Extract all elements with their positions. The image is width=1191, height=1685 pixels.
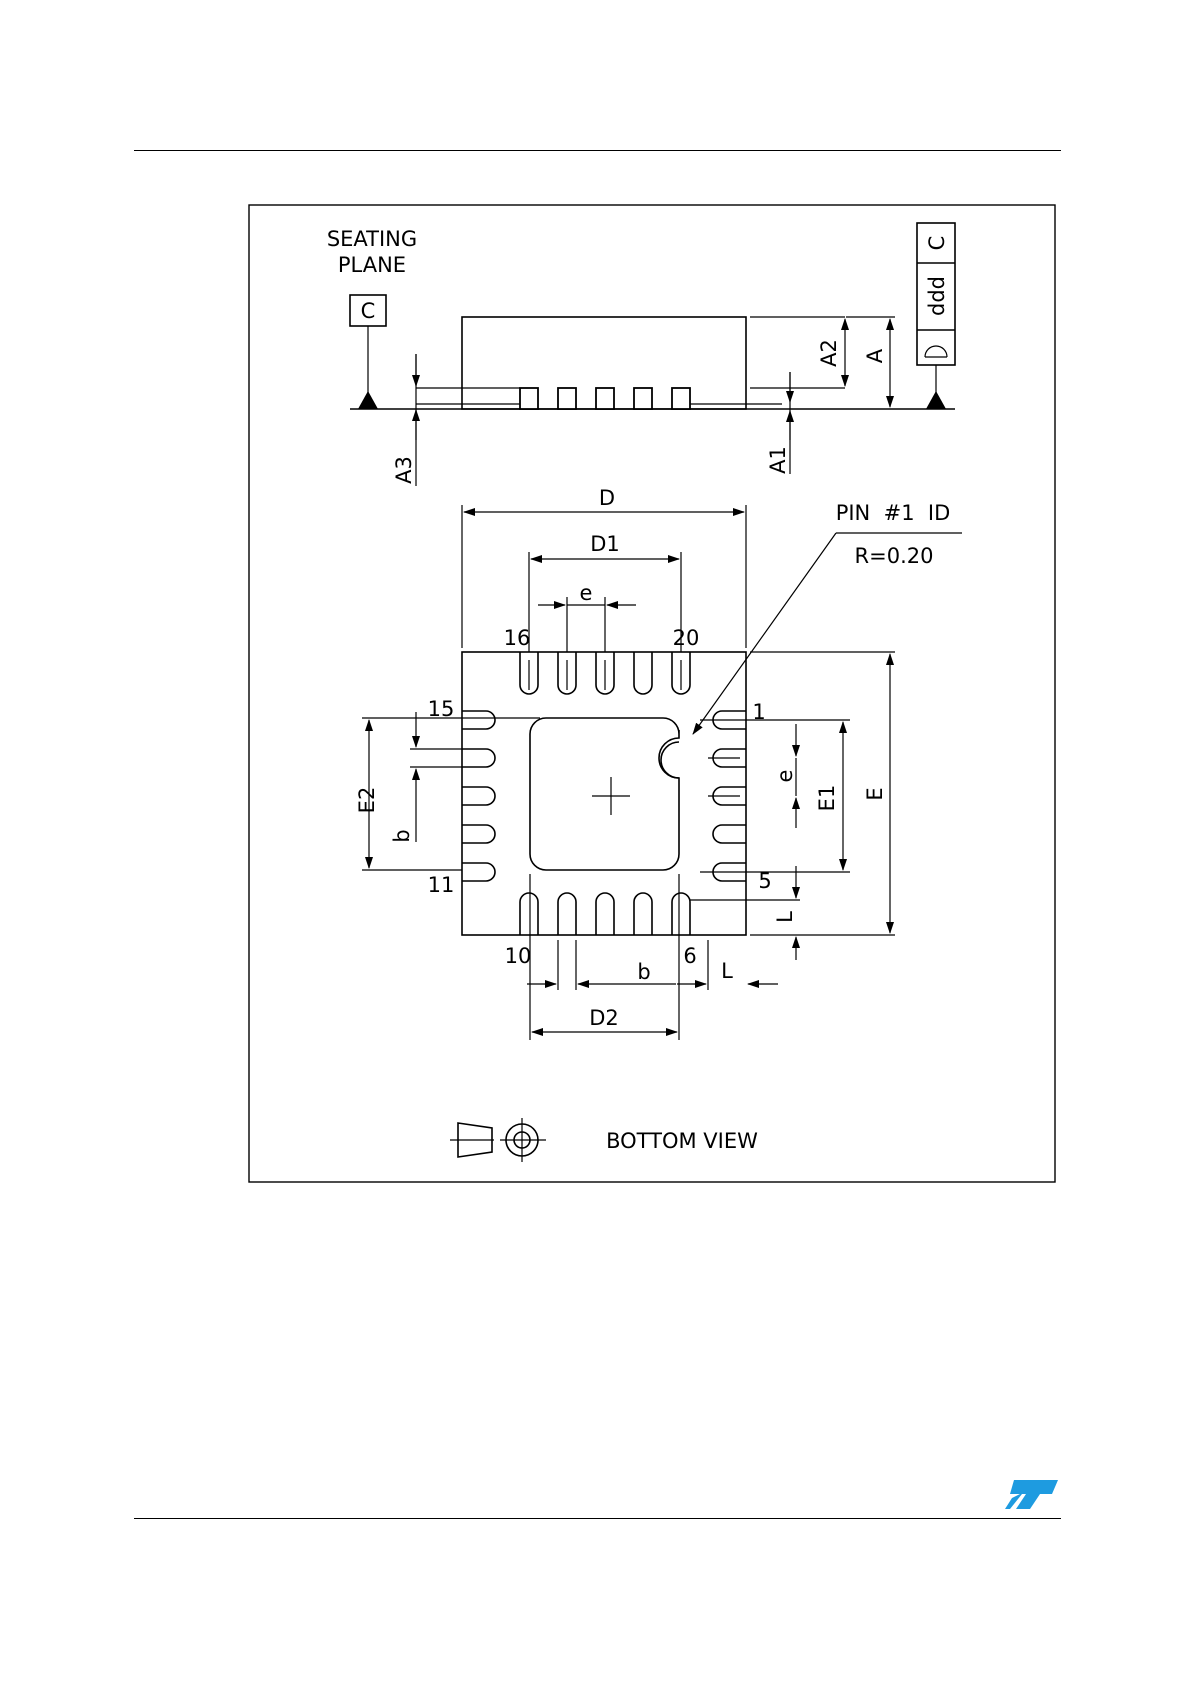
feature-control-frame: C ddd [917,223,955,365]
side-view-leads [520,388,690,409]
dim-a-label: A [863,348,887,363]
seating-plane-marker-left [358,391,378,409]
third-angle-projection-symbol [450,1118,546,1162]
pin-11-label: 11 [428,873,455,897]
dim-b-bottom-label: b [637,960,650,984]
pin-20-label: 20 [673,626,700,650]
dim-a2-label: A2 [817,339,841,367]
pin1-radius-label: R=0.20 [855,544,934,568]
side-view: SEATING PLANE C A3 A1 [327,223,955,486]
dim-l-side-label: L [773,911,797,923]
dim-d-label: D [599,486,615,510]
seating-plane-label-line2: PLANE [338,253,406,277]
st-logo-mark [1005,1480,1058,1509]
dim-d2-label: D2 [589,1006,619,1030]
dim-d1-label: D1 [590,532,620,556]
dim-e-pitch-top-label: e [580,581,593,605]
st-logo [1005,1480,1058,1509]
fcf-datum-c: C [925,236,949,251]
seating-plane-marker-right [926,391,946,409]
bottom-view: 16 20 15 1 11 5 10 6 D D1 e PIN #1 ID R=… [355,486,962,1162]
dim-e-label: E [863,787,887,800]
flatness-symbol [925,346,947,357]
dim-a1-label: A1 [766,446,790,474]
dim-b-side-label: b [390,829,414,842]
dim-l-bottom-label: L [721,959,733,983]
top-pads [520,652,690,694]
pin-10-label: 10 [505,944,532,968]
dim-e2-label: E2 [355,787,379,814]
pin1-id-label: PIN #1 ID [836,501,951,525]
dim-e1-label: E1 [815,785,839,812]
exposed-pad [530,718,679,870]
pin-6-label: 6 [683,944,696,968]
dim-e-pitch-side-label: e [773,770,797,783]
fcf-tolerance-ddd: ddd [925,276,949,316]
left-pads [462,711,495,881]
dim-a3-label: A3 [392,456,416,484]
datum-c-label: C [361,299,376,323]
bottom-pads [520,893,690,935]
pin-16-label: 16 [504,626,531,650]
view-name-label: BOTTOM VIEW [606,1129,758,1153]
right-pads [708,711,746,881]
seating-plane-label-line1: SEATING [327,227,417,251]
drawing-frame [249,205,1055,1182]
